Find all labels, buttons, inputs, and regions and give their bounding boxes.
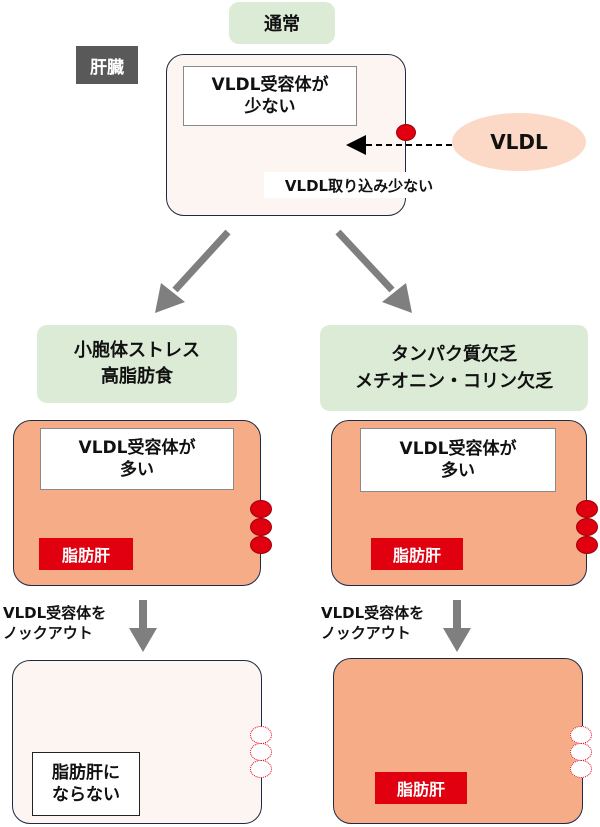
- right-receptor-2: [576, 518, 598, 536]
- normal-receptor-line-2: 少ない: [244, 97, 296, 117]
- left-knockout-text: VLDL受容体を ノックアウト: [3, 603, 133, 643]
- branch-arrow-left: [155, 229, 231, 313]
- right-receptor-line-2: 多い: [441, 461, 475, 481]
- branch-arrow-right: [335, 229, 412, 313]
- vldl-label: VLDL: [490, 130, 548, 154]
- right-knockout-line-2: ノックアウト: [321, 624, 411, 642]
- left-knockout-line-1: VLDL受容体を: [3, 604, 107, 622]
- left-result-line-1: 脂肪肝に: [52, 763, 120, 783]
- right-knockout-text: VLDL受容体を ノックアウト: [321, 603, 451, 643]
- normal-vldl-receptor: [396, 124, 416, 141]
- knockout-arrow-right: [443, 600, 471, 652]
- left-knockout-receptor-1: [250, 726, 272, 744]
- normal-receptor-line-1: VLDL受容体が: [211, 75, 329, 95]
- left-knockout-receptor-2: [250, 743, 272, 761]
- left-receptor-line-2: 多い: [120, 460, 154, 480]
- right-condition-line-1: タンパク質欠乏: [391, 344, 517, 365]
- right-receptor-line-1: VLDL受容体が: [399, 439, 517, 459]
- right-knockout-receptor-3: [570, 760, 592, 778]
- right-condition-label: タンパク質欠乏 メチオニン・コリン欠乏: [320, 325, 588, 411]
- left-receptor-line-1: VLDL受容体が: [78, 438, 196, 458]
- right-knockout-receptor-2: [570, 743, 592, 761]
- right-result-text: 脂肪肝: [396, 780, 445, 799]
- normal-condition-text: 通常: [264, 14, 300, 35]
- right-knockout-line-1: VLDL受容体を: [321, 604, 425, 622]
- left-knockout-line-2: ノックアウト: [3, 624, 93, 642]
- liver-tag: 肝臓: [76, 46, 138, 84]
- left-fatty-liver-tag: 脂肪肝: [39, 538, 133, 570]
- normal-uptake-text: VLDL取り込み少ない: [264, 172, 454, 198]
- left-knockout-receptor-3: [250, 760, 272, 778]
- right-condition-line-2: メチオニン・コリン欠乏: [355, 371, 553, 392]
- right-receptor-1: [576, 500, 598, 518]
- left-result-line-2: ならない: [52, 785, 120, 805]
- left-condition-label: 小胞体ストレス 高脂肪食: [37, 325, 237, 403]
- left-receptor-1: [250, 500, 272, 518]
- left-fatty-liver-text: 脂肪肝: [61, 546, 110, 565]
- left-condition-line-2: 高脂肪食: [101, 366, 173, 387]
- left-result-box: 脂肪肝に ならない: [32, 752, 140, 816]
- left-condition-line-1: 小胞体ストレス: [74, 340, 200, 361]
- left-receptor-box: VLDL受容体が 多い: [40, 428, 234, 490]
- left-receptor-3: [250, 536, 272, 554]
- right-knockout-receptor-1: [570, 726, 592, 744]
- right-result-tag: 脂肪肝: [375, 772, 467, 804]
- liver-tag-text: 肝臓: [90, 57, 124, 78]
- right-fatty-liver-tag: 脂肪肝: [371, 538, 463, 570]
- vldl-particle: VLDL: [452, 113, 586, 171]
- left-receptor-2: [250, 518, 272, 536]
- right-receptor-3: [576, 536, 598, 554]
- normal-uptake-label: VLDL取り込み少ない: [284, 176, 434, 195]
- right-fatty-liver-text: 脂肪肝: [392, 546, 441, 565]
- normal-condition-label: 通常: [229, 2, 335, 44]
- right-receptor-box: VLDL受容体が 多い: [360, 428, 556, 492]
- knockout-arrow-left: [129, 600, 157, 652]
- normal-receptor-box: VLDL受容体が 少ない: [183, 66, 357, 126]
